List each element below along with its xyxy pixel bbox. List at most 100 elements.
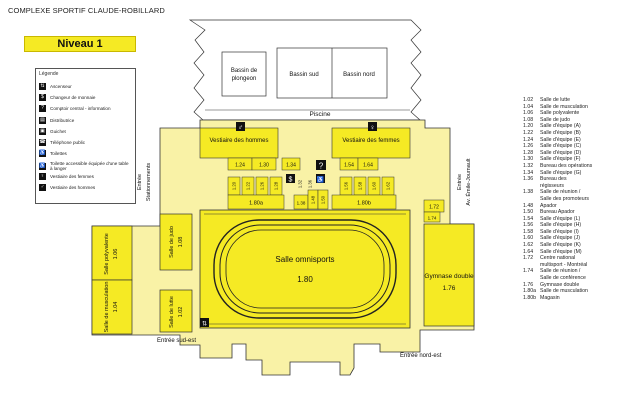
room-key-code: 1.54	[523, 215, 534, 222]
room-key-row: régisseurs	[523, 183, 616, 190]
legend-item: $Changeur de monnaie	[39, 94, 96, 102]
ticket-window-icon: ▣	[39, 127, 46, 135]
room-key-name: Salle d'équipe (L)	[540, 215, 581, 222]
room-1-80b	[331, 194, 397, 210]
label-salle-omnisports-code: 1.80	[297, 275, 313, 284]
room-key-code: 1.74	[523, 268, 534, 275]
toilets-icon: ♿	[316, 174, 325, 184]
room-key-name: Salle d'équipe (A)	[540, 123, 581, 130]
room-key-name: Salle d'équipe (J)	[540, 235, 580, 242]
room-key-name: régisseurs	[540, 182, 564, 189]
room-key-name: Salle d'équipe (D)	[540, 149, 582, 156]
room-key-name: Salle d'équipe (K)	[540, 242, 581, 249]
elevator-icon: ⇅	[39, 83, 46, 90]
room-key-name: Salle de lutte	[540, 97, 570, 103]
room-key-row: 1.54 Salle d'équipe (L)	[523, 216, 616, 223]
legend-title: Légende	[39, 71, 59, 77]
room-key-code: 1.34	[523, 169, 534, 176]
label-1-30: 1.30	[259, 163, 269, 169]
legend-item: ♀Vestiaire des femmes	[39, 172, 94, 180]
room-key-code: 1.58	[523, 228, 534, 235]
room-1-80a	[227, 194, 285, 210]
room-key-code: 1.60	[523, 235, 534, 242]
legend-label: Changeur de monnaie	[50, 95, 96, 101]
svg-text:♿: ♿	[317, 176, 325, 184]
legend-label: Vestiaire des femmes	[50, 173, 94, 179]
label-salle-polyvalente-code: 1.06	[113, 249, 119, 260]
money-changer-icon: $	[286, 174, 295, 184]
room-gymnase-double	[423, 223, 475, 327]
legend-item: ▣Guichet	[39, 127, 66, 135]
label-bassin-nord: Bassin nord	[343, 72, 375, 78]
label-gymnase-double: Gymnase double	[424, 273, 474, 280]
label-entree-stationnements-1: Entrée	[137, 174, 143, 190]
label-salle-polyvalente: Salle polyvalente	[104, 233, 110, 275]
svg-text:♀: ♀	[370, 125, 375, 132]
room-key-name: Salle d'équipe (F)	[540, 156, 581, 163]
men-locker-icon: ♂	[39, 183, 46, 191]
legend-label: Ascenseur	[50, 84, 72, 89]
room-key-code: 1.06	[523, 110, 534, 117]
room-salle-lutte	[159, 289, 193, 333]
room-key-code: 1.32	[523, 162, 534, 169]
info-counter-icon: ?	[316, 160, 326, 171]
legend-item: ☎Téléphone public	[39, 139, 85, 146]
room-key-name: multisport - Montréal	[540, 261, 588, 268]
label-1-28: 1.28	[274, 181, 279, 190]
room-key-code: 1.76	[523, 281, 534, 288]
room-key-name: Apador	[540, 202, 557, 209]
legend-item: ▤Distributrice	[39, 116, 74, 124]
accessible-toilet-changing-icon: ♿	[39, 162, 46, 170]
label-1-54: 1.54	[344, 163, 354, 169]
room-key-name: Salle de musculation	[540, 103, 588, 110]
room-key-code: 1.72	[523, 255, 534, 262]
room-1-34	[281, 157, 301, 171]
room-key-name: Salle d'équipe (C)	[540, 143, 582, 150]
room-key-code: 1.56	[523, 222, 534, 229]
label-1-80b: 1.80b	[357, 201, 371, 207]
label-entree-sud-est: Entrée sud-est	[157, 338, 196, 344]
room-key-code: 1.02	[523, 97, 534, 103]
small-rooms-west	[227, 176, 283, 196]
label-1-80a: 1.80a	[249, 201, 264, 207]
label-1-34: 1.34	[286, 163, 296, 169]
label-salle-judo-code: 1.08	[178, 237, 184, 248]
complex-name: COMPLEXE SPORTIF CLAUDE-ROBILLARD	[8, 6, 165, 15]
room-key-code	[523, 262, 540, 269]
label-gymnase-double-code: 1.76	[443, 285, 456, 292]
label-salle-musculation: Salle de musculation	[104, 282, 110, 333]
room-key-name: Salle d'équipe (I)	[540, 228, 579, 235]
room-key-name: Salle des promoteurs	[540, 195, 590, 202]
legend-item: ♿Toilettes	[39, 150, 67, 158]
room-key-row: 1.32 Bureau des opérations	[523, 163, 616, 170]
vending-machine-icon: ▤	[39, 116, 46, 124]
label-salle-lutte: Salle de lutte	[169, 296, 175, 328]
room-1-30	[251, 157, 277, 171]
room-women-locker	[331, 127, 411, 159]
label-1-56: 1.56	[344, 181, 349, 190]
room-key-name: Bureau des opérations	[540, 162, 593, 169]
label-bassin-sud: Bassin sud	[289, 72, 318, 78]
room-key-code: 1.20	[523, 123, 534, 130]
room-1-74	[423, 211, 441, 223]
label-1-50: 1.50	[321, 195, 326, 204]
label-1-64: 1.64	[363, 163, 373, 169]
room-key-name: Bureau Apador	[540, 209, 575, 216]
label-1-36: 1.36	[308, 179, 313, 188]
